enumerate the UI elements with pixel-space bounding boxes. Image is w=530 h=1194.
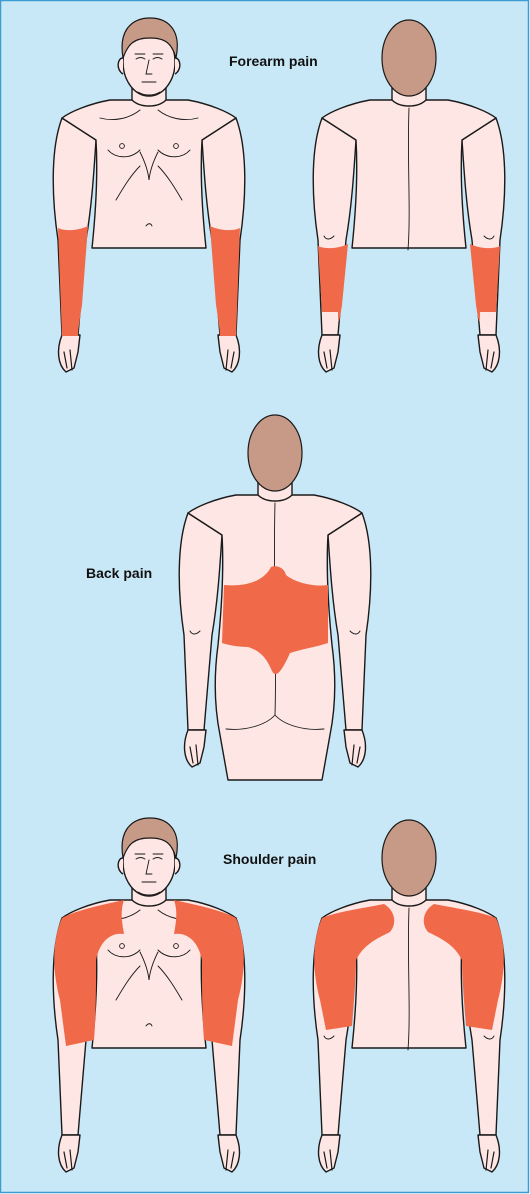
forearm-pain-label: Forearm pain [229,53,318,69]
shoulder-pain-label: Shoulder pain [223,851,316,867]
back-pain-label: Back pain [86,565,152,581]
